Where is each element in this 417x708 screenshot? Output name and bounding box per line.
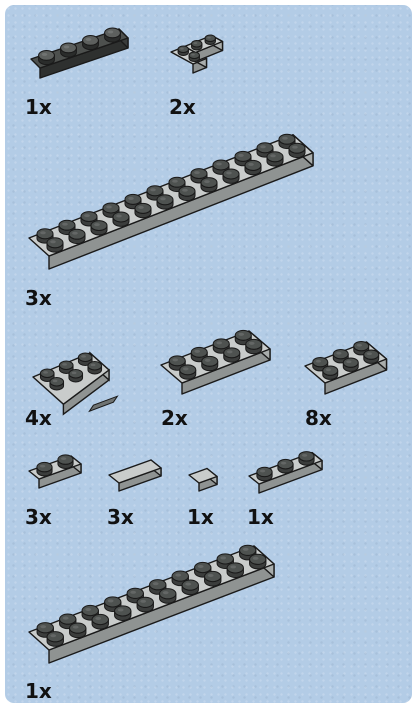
1x2-plate (25, 451, 87, 489)
quantity-label: 1x (247, 507, 274, 527)
quantity-label: 1x (25, 681, 52, 701)
quantity-label: 1x (25, 97, 52, 117)
dark-1x4-plate (27, 23, 137, 83)
long-2x12-plate (23, 130, 323, 270)
1x2-tile (105, 455, 167, 493)
1x3-plate (245, 446, 335, 494)
quantity-label: 3x (107, 507, 134, 527)
quantity-label: 8x (305, 408, 332, 428)
quantity-label: 4x (25, 408, 52, 428)
quantity-label: 2x (161, 408, 188, 428)
wedge-plate (25, 335, 145, 400)
corner-plate (165, 37, 250, 82)
2x3-plate (301, 328, 406, 390)
long-2x10-plate (23, 540, 283, 665)
1x1-tile (185, 463, 229, 493)
2x4-plate (157, 323, 287, 391)
quantity-label: 1x (187, 507, 214, 527)
quantity-label: 3x (25, 507, 52, 527)
quantity-label: 3x (25, 288, 52, 308)
quantity-label: 2x (169, 97, 196, 117)
